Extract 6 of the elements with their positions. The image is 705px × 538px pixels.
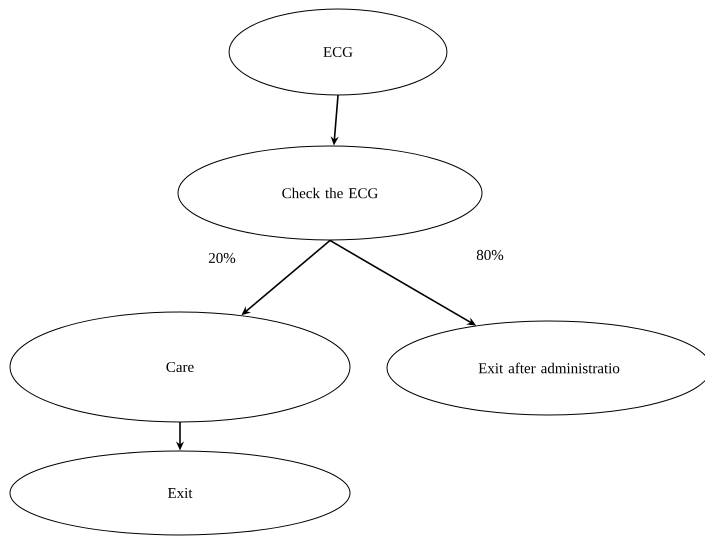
edge-label: 20% xyxy=(208,252,236,264)
ellipse-node: Exit xyxy=(10,450,350,536)
ellipse-node: Check the ECG xyxy=(178,146,482,240)
ellipse-node: Care xyxy=(10,312,350,422)
ellipse-node: ECG xyxy=(228,8,448,96)
edge-label: 80% xyxy=(476,250,504,260)
